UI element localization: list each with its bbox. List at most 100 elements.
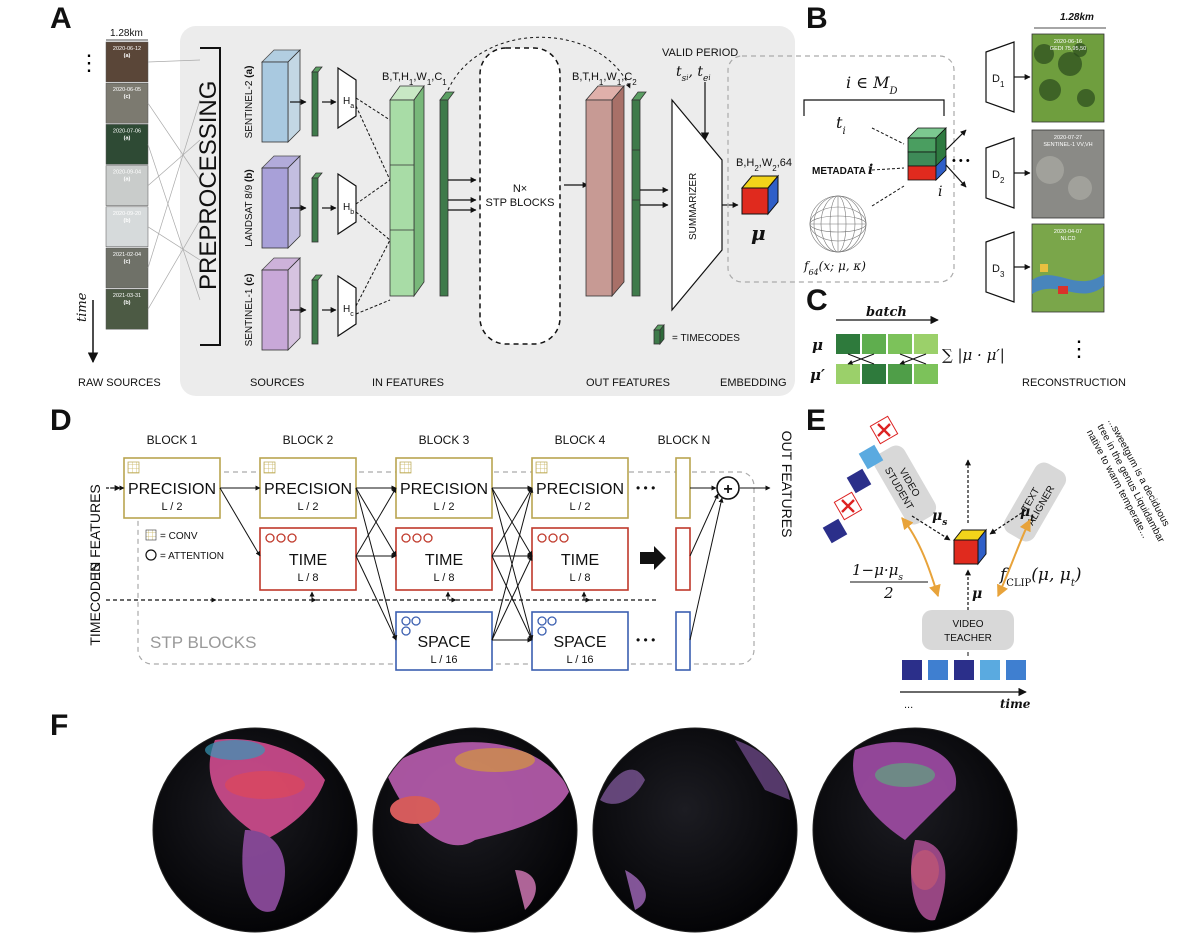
source-b: LANDSAT 8/9 (b)Hb: [244, 155, 391, 249]
mu-s-label: μs: [932, 508, 947, 528]
head-trapezoid: [337, 172, 357, 236]
stp-blocks-box: [479, 47, 561, 345]
panel-label-e: E: [806, 404, 826, 437]
mu-prime-cell: [888, 364, 912, 384]
i-label: i: [938, 184, 942, 200]
block-title: PRECISION: [128, 481, 216, 498]
precision-block-n: [675, 457, 691, 519]
block-ratio: L / 8: [298, 572, 319, 584]
head-label: Ha: [343, 96, 354, 110]
head-trapezoid: [337, 274, 357, 338]
embedding-mu: μ: [751, 221, 766, 245]
summarizer-block: [671, 98, 723, 312]
source-timecode: [311, 279, 319, 345]
raw-source-tiles: 2020-06-12(a)2020-06-05(c)2020-07-06(a)2…: [105, 41, 149, 330]
panel-label-f: F: [50, 709, 68, 742]
sphere-wireframe: [809, 195, 867, 253]
raw-tile-source: (c): [124, 259, 131, 265]
globe-1: [152, 727, 358, 933]
batch-label: batch: [866, 305, 907, 320]
raw-tile-source: (c): [124, 94, 131, 100]
video-teacher-line1: VIDEO: [952, 619, 983, 630]
mu-prime-cell: [862, 364, 886, 384]
space-block-n: [675, 611, 691, 671]
conv-legend-label: = CONV: [160, 531, 198, 542]
raw-tile-date: 2020-06-12: [113, 46, 141, 52]
stack-dots: • • •: [952, 155, 970, 167]
student-input-squares: [822, 415, 899, 544]
recon-scale-label: 1.28km: [1060, 12, 1094, 23]
raw-tile: [105, 288, 149, 330]
out-features-vertical: OUT FEATURES: [779, 431, 795, 538]
c-mu: μ: [812, 336, 823, 354]
raw-tile-source: (a): [124, 53, 131, 59]
video-teacher-block: [922, 610, 1014, 650]
loss-numerator: 1−μ·μs: [852, 561, 903, 583]
timeline-square: [1006, 660, 1026, 680]
head-label: Hb: [343, 202, 354, 216]
sphere-formula: f64(x; μ, κ): [803, 259, 866, 277]
timeline-square: [980, 660, 1000, 680]
block-ratio: L / 16: [566, 654, 593, 666]
time-forward-arrow: [640, 546, 666, 570]
timecodes-legend-label: = TIMECODES: [672, 333, 740, 344]
reconstruction-label: RECONSTRUCTION: [1022, 377, 1126, 389]
text-aligner-block: TEXT ALIGNER: [1003, 462, 1067, 542]
recon-ellipsis: ⋮: [1068, 336, 1090, 361]
loss-denominator: 2: [883, 584, 894, 602]
set-bracket: [803, 99, 945, 116]
timeline-square: [928, 660, 948, 680]
raw-tile: [105, 82, 149, 124]
teacher-aligner-loss-arrow: [997, 518, 1031, 598]
recon-desc: NLCD: [1061, 236, 1076, 242]
source-name: SENTINEL-2 (a): [244, 66, 255, 139]
mu-t-label: μt: [1020, 504, 1035, 524]
recon-date: 2020-06-16: [1054, 39, 1082, 45]
block-header: BLOCK 3: [419, 433, 470, 447]
panel-label-b: B: [806, 2, 828, 35]
quote-line: tree in the genus Liquidambar: [1094, 422, 1166, 545]
t-i-label: ti: [836, 113, 846, 137]
raw-tile-date: 2020-09-04: [113, 170, 141, 176]
timecodes-legend: [653, 323, 665, 346]
raw-tile-date: 2021-02-04: [113, 252, 141, 258]
raw-tile-date: 2020-09-20: [113, 211, 141, 217]
set-label: i ∈ MD: [846, 73, 898, 97]
tile-scale-label: 1.28km: [110, 28, 143, 39]
block-title: SPACE: [417, 634, 470, 651]
block-title: PRECISION: [536, 481, 624, 498]
globe-3: [592, 727, 798, 933]
e-embedding-cube: [952, 528, 988, 566]
attention-legend-icon: [145, 549, 157, 561]
sum-symbol: +: [723, 481, 732, 498]
precision-ellipsis: • • •: [636, 481, 655, 495]
metadata-stack: [907, 127, 947, 181]
mu-cell: [862, 334, 886, 354]
source-timecode: [311, 177, 319, 243]
block-ratio: L / 8: [434, 572, 455, 584]
block-header: BLOCK 1: [147, 433, 198, 447]
panel-label-d: D: [50, 404, 72, 437]
out-shape-label: B,T,H1,W1,C2: [572, 71, 637, 87]
raw-sources-label: RAW SOURCES: [78, 377, 161, 389]
block-title: PRECISION: [400, 481, 488, 498]
timeline-square: [954, 660, 974, 680]
e-mu-label: μ: [972, 586, 982, 602]
block-ratio: L / 2: [434, 501, 455, 513]
c-mu-prime: μ′: [810, 366, 825, 384]
block-ratio: L / 2: [298, 501, 319, 513]
block-title: TIME: [561, 552, 599, 569]
head-trapezoid: [337, 66, 357, 130]
stp-blocks-label: STP BLOCKS: [486, 197, 555, 209]
recon-date: 2020-04-07: [1054, 229, 1082, 235]
embedding-cube: [740, 174, 780, 216]
preprocessing-bracket: [200, 47, 221, 346]
sources-label: SOURCES: [250, 377, 304, 389]
